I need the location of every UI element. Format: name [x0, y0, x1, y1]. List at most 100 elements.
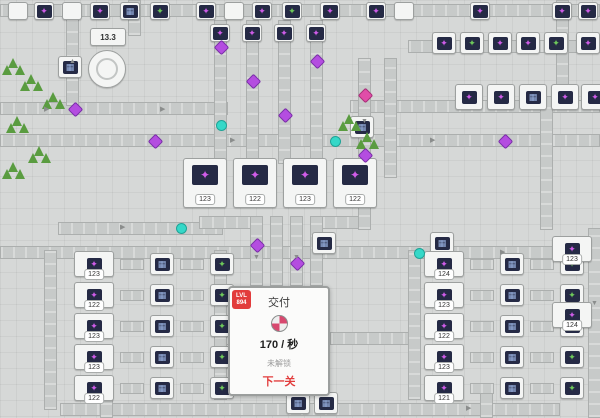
machine-cell[interactable]: ✦ [544, 32, 568, 54]
shape-display: ✦ [436, 381, 452, 395]
machine-cell[interactable]: ▦ [500, 377, 524, 399]
shape-display: ✦ [152, 4, 168, 18]
shape-display: ✦ [86, 381, 102, 395]
machine-row: ✦122 ▦ ✦ [74, 374, 234, 404]
machine-cell[interactable]: ✦ [516, 32, 540, 54]
shape-display: ✦ [214, 288, 230, 302]
machine-counter: 122 [434, 331, 454, 342]
shape-display: ✦ [436, 319, 452, 333]
goal-shape-icon [270, 315, 288, 332]
next-level-button[interactable]: 下一关 [262, 376, 296, 388]
tunnel-machine[interactable]: ✦ [306, 24, 326, 42]
machine-cell[interactable]: ▦ [150, 284, 174, 306]
processor-machine[interactable]: ✦ 122 [333, 158, 377, 208]
processor-machine[interactable]: ✦121 [424, 375, 464, 404]
machine-cell[interactable]: ✦ [552, 2, 572, 20]
processor-machine[interactable]: ✦ 123 [552, 236, 592, 265]
machine-cell[interactable] [224, 2, 244, 20]
processor-machine[interactable]: ✦123 [424, 282, 464, 311]
shape-display: ✦ [548, 36, 564, 50]
machine-cell[interactable]: ✦ [576, 32, 600, 54]
machine-cell[interactable] [394, 2, 414, 20]
machine-cell[interactable]: ▦ [519, 84, 547, 110]
machine-row: ✦124 ▦ ✦ [424, 250, 584, 280]
balancer-machine[interactable]: ▦ [286, 392, 310, 414]
shape-display: ✦ [368, 4, 384, 18]
machine-cell[interactable]: ✦ [551, 84, 579, 110]
shape-display: ✦ [244, 26, 260, 40]
machine-cell[interactable]: ▦ [150, 377, 174, 399]
machine-cell[interactable]: ▦ [150, 315, 174, 337]
grid-display: ▦ [525, 90, 541, 104]
machine-cell[interactable]: ▦ [150, 253, 174, 275]
machine-cell[interactable]: ✦ [90, 2, 110, 20]
machine-counter: 123 [434, 362, 454, 373]
machine-cell[interactable] [62, 2, 82, 20]
machine-cell[interactable]: ✦ [282, 2, 302, 20]
processor-machine[interactable]: ✦123 [424, 344, 464, 373]
conveyor-belt [470, 382, 494, 394]
machine-cell[interactable] [8, 2, 28, 20]
conveyor-belt [530, 351, 554, 363]
processor-machine[interactable]: ✦122 [424, 313, 464, 342]
machine-cell[interactable]: ✦ [150, 2, 170, 20]
grid-display: ▦ [154, 288, 170, 302]
tunnel-machine[interactable]: ✦ [242, 24, 262, 42]
item-teal [176, 223, 187, 234]
machine-cell[interactable]: ✦ [560, 377, 584, 399]
processor-machine[interactable]: ✦124 [424, 251, 464, 280]
machine-cell[interactable]: ✦ [578, 2, 598, 20]
processor-machine[interactable]: ✦122 [74, 375, 114, 404]
machine-cell[interactable]: ▦ [500, 315, 524, 337]
arrow-right-icon: ▶ [500, 249, 506, 256]
machine-cell[interactable]: ▦ [120, 2, 140, 20]
processor-machine[interactable]: ✦ 122 [233, 158, 277, 208]
machine-cell[interactable]: ✦ [560, 284, 584, 306]
processor-machine[interactable]: ✦ 124 [552, 302, 592, 331]
machine-counter: 122 [345, 194, 365, 205]
conveyor-belt [120, 320, 144, 332]
processor-machine[interactable]: ✦ 123 [283, 158, 327, 208]
hub-panel: LVL 894 交付 170 / 秒 未解锁 下一关 [228, 286, 330, 396]
machine-cell[interactable]: ✦ [581, 84, 600, 110]
tree-icon [12, 116, 22, 126]
processor-machine[interactable]: ✦ 123 [183, 158, 227, 208]
machine-cell[interactable]: ✦ [320, 2, 340, 20]
machine-cell[interactable]: ▦ [500, 253, 524, 275]
machine-cell[interactable]: ✦ [488, 32, 512, 54]
unlock-status: 未解锁 [267, 359, 291, 368]
machine-row: ✦123 ▦ ✦ [424, 343, 584, 373]
conveyor-belt [530, 320, 554, 332]
machine-cell[interactable]: ✦ [487, 84, 515, 110]
level-badge: LVL 894 [232, 290, 251, 309]
machine-cell[interactable]: ✦ [252, 2, 272, 20]
rotor-machine[interactable] [88, 50, 126, 88]
processor-machine[interactable]: ✦122 [74, 282, 114, 311]
machine-cell[interactable]: ✦ [210, 253, 234, 275]
shape-display: ✦ [86, 319, 102, 333]
machine-cell[interactable]: ✦ [470, 2, 490, 20]
machine-counter: 124 [562, 320, 582, 331]
machine-cell[interactable]: ✦ [432, 32, 456, 54]
machine-cell[interactable]: ✦ [560, 346, 584, 368]
conveyor-belt [530, 289, 554, 301]
arrow-down-icon: ▼ [253, 254, 260, 261]
processor-machine[interactable]: ✦123 [74, 344, 114, 373]
shape-display: ✦ [492, 36, 508, 50]
tunnel-machine[interactable]: ✦ [274, 24, 294, 42]
balancer-machine[interactable]: ▦ [312, 232, 336, 254]
machine-cell[interactable]: ▦ [500, 346, 524, 368]
machine-cell[interactable]: ✦ [34, 2, 54, 20]
processor-machine[interactable]: ✦123 [74, 251, 114, 280]
machine-cell[interactable]: ✦ [455, 84, 483, 110]
machine-cell[interactable]: ▦ [58, 56, 82, 78]
machine-cell[interactable]: ✦ [460, 32, 484, 54]
machine-cell[interactable]: ✦ [366, 2, 386, 20]
machine-cell[interactable]: ▦ [500, 284, 524, 306]
processor-machine[interactable]: ✦123 [74, 313, 114, 342]
machine-cell[interactable]: ▦ [150, 346, 174, 368]
tunnel-machine[interactable]: ✦ [210, 24, 230, 42]
machine-cell[interactable]: ✦ [196, 2, 216, 20]
machine-counter: 123 [562, 254, 582, 265]
